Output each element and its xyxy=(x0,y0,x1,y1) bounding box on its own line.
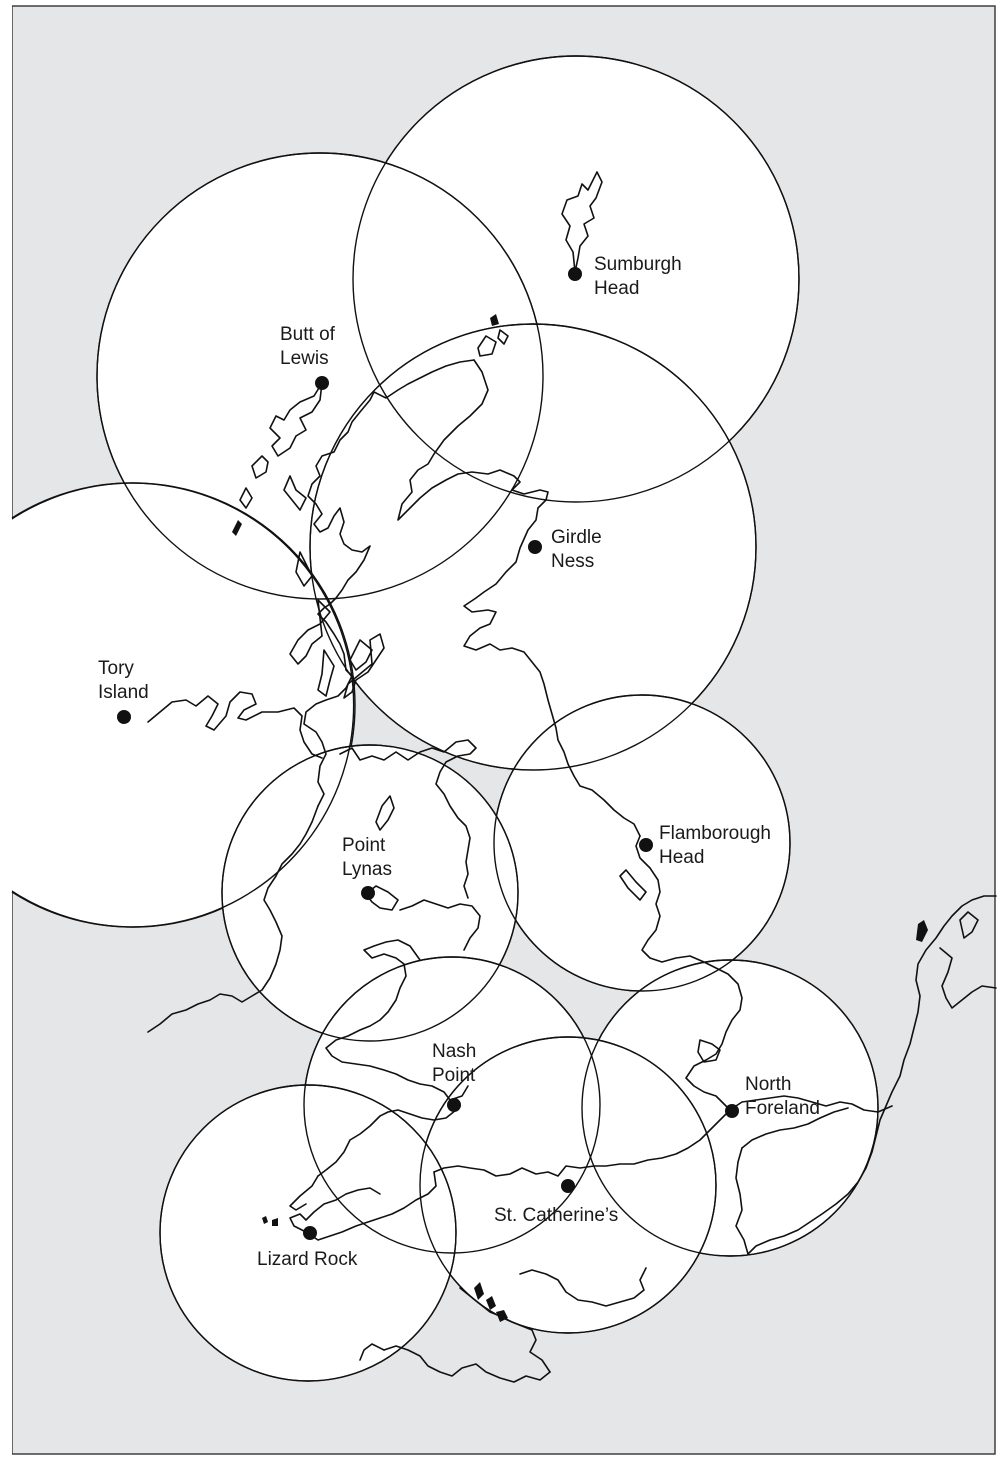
station-marker-north-foreland xyxy=(725,1104,739,1118)
label-sumburgh-head: Sumburgh Head xyxy=(594,254,687,299)
label-line: North xyxy=(745,1074,791,1095)
label-lizard-rock: Lizard Rock xyxy=(257,1249,358,1270)
coverage-circle-flamborough-head xyxy=(493,694,791,992)
label-point-lynas: Point Lynas xyxy=(342,835,392,880)
station-labels: Sumburgh Head Butt of Lewis Girdle Ness … xyxy=(98,254,820,1270)
station-marker-sumburgh-head xyxy=(568,267,582,281)
label-north-foreland: North Foreland xyxy=(745,1074,820,1119)
label-line: St. Catherine’s xyxy=(494,1205,618,1226)
label-line: Lewis xyxy=(280,348,329,369)
label-line: Head xyxy=(659,847,704,868)
label-st-catherines: St. Catherine’s xyxy=(494,1205,618,1226)
label-line: Foreland xyxy=(745,1098,820,1119)
coastlines xyxy=(147,171,997,1383)
label-line: Tory xyxy=(98,658,134,679)
label-line: Point xyxy=(432,1065,476,1086)
label-line: Butt of xyxy=(280,324,336,345)
coverage-circle-nash-point xyxy=(303,956,601,1254)
coverage-circle-north-foreland xyxy=(581,959,879,1257)
coverage-outlines xyxy=(11,55,879,1382)
label-line: Ness xyxy=(551,551,594,572)
station-marker-nash-point xyxy=(447,1098,461,1112)
coverage-circle-point-lynas xyxy=(221,744,519,1042)
station-marker-tory-island xyxy=(117,710,131,724)
station-marker-point-lynas xyxy=(361,886,375,900)
label-line: Nash xyxy=(432,1041,476,1062)
coverage-circle-st-catherines xyxy=(419,1036,717,1334)
station-marker-flamborough-head xyxy=(639,838,653,852)
station-marker-girdle-ness xyxy=(528,540,542,554)
station-marker-lizard-rock xyxy=(303,1226,317,1240)
label-line: Head xyxy=(594,278,639,299)
label-line: Flamborough xyxy=(659,823,771,844)
label-girdle-ness: Girdle Ness xyxy=(551,527,607,572)
label-line: Lizard Rock xyxy=(257,1249,358,1270)
label-line: Island xyxy=(98,682,149,703)
station-marker-butt-of-lewis xyxy=(315,376,329,390)
station-marker-st-catherines xyxy=(561,1179,575,1193)
coverage-circle-lizard-rock xyxy=(159,1084,457,1382)
station-markers xyxy=(117,267,739,1240)
label-line: Lynas xyxy=(342,859,392,880)
label-butt-of-lewis: Butt of Lewis xyxy=(280,324,340,369)
coverage-circle-tory-island xyxy=(11,482,355,928)
label-flamborough-head: Flamborough Head xyxy=(659,823,776,868)
label-line: Girdle xyxy=(551,527,602,548)
label-nash-point: Nash Point xyxy=(432,1041,482,1086)
label-line: Point xyxy=(342,835,386,856)
label-line: Sumburgh xyxy=(594,254,682,275)
coverage-circle-sumburgh-head xyxy=(352,55,800,503)
label-tory-island: Tory Island xyxy=(98,658,149,703)
coverage-circle-butt-of-lewis xyxy=(96,152,544,600)
coverage-circle-girdle-ness xyxy=(309,323,757,771)
